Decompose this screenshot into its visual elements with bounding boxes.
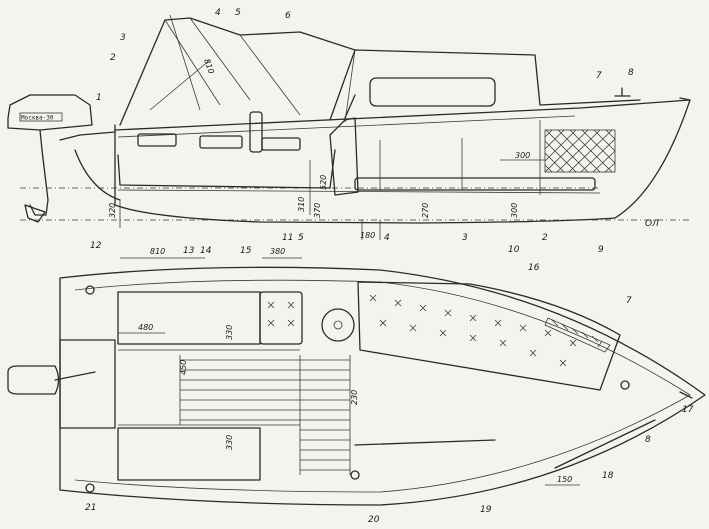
floor-slats bbox=[179, 355, 351, 475]
seat-edges bbox=[118, 349, 300, 426]
engine-label: Москва-30 bbox=[21, 115, 54, 122]
dim-810-plan: 810 bbox=[150, 247, 165, 256]
dim-520: 520 bbox=[319, 175, 328, 190]
outboard-plan bbox=[7, 365, 60, 395]
dim-810-side: 810 bbox=[202, 58, 216, 75]
stern-cleat-port bbox=[85, 285, 95, 295]
part-label-19: 19 bbox=[480, 505, 492, 515]
deck-floor-line bbox=[117, 189, 601, 194]
waterline-label: ОЛ bbox=[645, 219, 659, 229]
hull-plan-outline bbox=[59, 266, 706, 506]
dim-330-b: 330 bbox=[225, 435, 234, 450]
cabin-window bbox=[369, 77, 496, 107]
canopy-outline bbox=[119, 17, 356, 126]
dim-370: 370 bbox=[313, 203, 322, 218]
part-label-15: 15 bbox=[240, 246, 252, 256]
steering-console bbox=[329, 117, 359, 196]
part-label-9: 9 bbox=[598, 245, 604, 255]
part-label-8: 8 bbox=[628, 68, 634, 78]
part-label-7-plan: 7 bbox=[626, 296, 632, 306]
tiller bbox=[54, 371, 96, 381]
fuel-filler-20 bbox=[350, 470, 360, 480]
hull-outline bbox=[114, 97, 691, 224]
cabin-roof bbox=[329, 49, 541, 121]
handrail-18 bbox=[554, 419, 656, 469]
bow-cleat bbox=[614, 87, 631, 97]
part-label-4: 4 bbox=[215, 8, 221, 18]
dim-310: 310 bbox=[297, 197, 306, 212]
dim-270: 270 bbox=[421, 203, 430, 218]
part-label-17: 17 bbox=[682, 405, 694, 415]
part-label-11: 11 bbox=[282, 233, 293, 243]
part-label-20: 20 bbox=[368, 515, 380, 525]
part-label-16: 16 bbox=[528, 263, 540, 273]
dim-230: 230 bbox=[350, 390, 359, 405]
bow-cleat-8 bbox=[620, 380, 630, 390]
station-5: 5 bbox=[298, 233, 304, 243]
part-label-5: 5 bbox=[235, 8, 241, 18]
steering-hub bbox=[333, 320, 343, 330]
cockpit-window-1 bbox=[137, 133, 177, 147]
rubbing-strake bbox=[117, 115, 576, 138]
aft-seat-port bbox=[117, 291, 261, 345]
transom-bracket bbox=[74, 149, 121, 201]
part-label-21: 21 bbox=[85, 503, 96, 513]
handrail-19 bbox=[354, 439, 496, 446]
part-label-1: 1 bbox=[96, 93, 102, 103]
cabin-berth-plan bbox=[357, 281, 621, 391]
dim-330-a: 330 bbox=[225, 325, 234, 340]
outboard-motor: Москва-30 bbox=[7, 94, 116, 223]
windshield-post bbox=[344, 49, 356, 123]
plan-view bbox=[7, 257, 706, 506]
bow-fitting-17 bbox=[679, 391, 693, 399]
cockpit-window-3 bbox=[261, 137, 301, 151]
part-label-10: 10 bbox=[508, 245, 520, 255]
cockpit-window-2 bbox=[199, 135, 243, 149]
part-label-18: 18 bbox=[602, 471, 614, 481]
part-label-6: 6 bbox=[285, 11, 291, 21]
station-4: 4 bbox=[384, 233, 390, 243]
part-label-7: 7 bbox=[596, 71, 602, 81]
seat-back bbox=[249, 111, 263, 153]
part-label-2: 2 bbox=[110, 53, 116, 63]
station-3: 3 bbox=[462, 233, 468, 243]
canopy-stay bbox=[169, 14, 201, 111]
part-label-12: 12 bbox=[90, 241, 102, 251]
part-label-13: 13 bbox=[183, 246, 195, 256]
part-label-3: 3 bbox=[120, 33, 126, 43]
steering-column bbox=[344, 94, 356, 119]
dim-450: 450 bbox=[179, 360, 188, 375]
dim-180: 180 bbox=[360, 231, 375, 240]
dim-300-side: 300 bbox=[515, 151, 530, 160]
steering-wheel bbox=[321, 308, 355, 342]
dim-380: 380 bbox=[270, 247, 285, 256]
gunwale-inner-line bbox=[74, 279, 691, 493]
helm-seat-plan bbox=[259, 291, 303, 345]
dim-480: 480 bbox=[138, 323, 153, 332]
cabin-coaming bbox=[539, 99, 641, 106]
aft-seat-starboard bbox=[117, 427, 261, 481]
stern-cleat-starboard-21 bbox=[85, 483, 95, 493]
side-view: Москва-30 bbox=[7, 14, 691, 240]
dim-150: 150 bbox=[557, 475, 572, 484]
aft-seat bbox=[117, 149, 336, 189]
part-label-14: 14 bbox=[200, 246, 212, 256]
transom-well bbox=[59, 339, 116, 429]
part-label-8-plan: 8 bbox=[645, 435, 651, 445]
sheer-line bbox=[114, 99, 691, 131]
net-pocket-side bbox=[544, 129, 616, 173]
berth-cushion bbox=[354, 177, 596, 191]
station-2: 2 bbox=[542, 233, 548, 243]
canopy-frame-bows bbox=[149, 17, 301, 116]
dim-300-b: 300 bbox=[510, 203, 519, 218]
net-pocket-plan bbox=[544, 317, 611, 353]
dim-320: 320 bbox=[108, 203, 117, 218]
